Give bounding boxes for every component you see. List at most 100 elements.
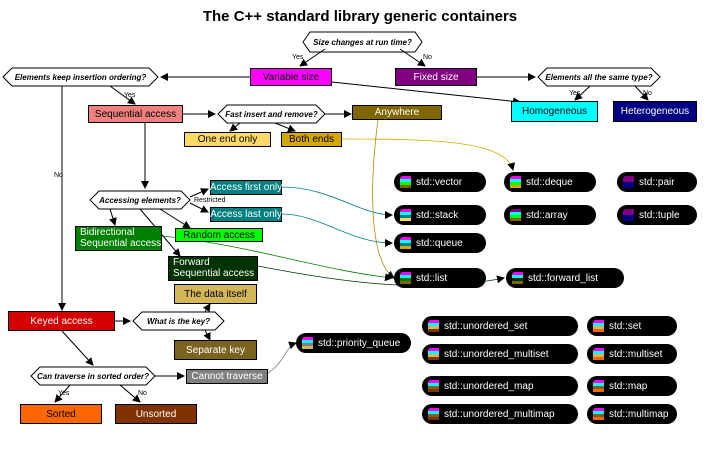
container-colour-swatch-icon bbox=[400, 272, 411, 284]
container-colour-swatch-icon bbox=[428, 408, 439, 420]
fast-insert-decision: Fast insert and remove? bbox=[225, 109, 318, 119]
container-unordered-set-label: std::unordered_set bbox=[444, 320, 528, 332]
container-colour-swatch-icon bbox=[428, 380, 439, 392]
container-map: std::map bbox=[587, 376, 677, 396]
label-yes-variable: Yes bbox=[292, 54, 304, 61]
edge-last-to-queue bbox=[281, 213, 393, 247]
edge-whatkey-to-separatekey bbox=[203, 329, 211, 341]
label-yes-sorted: Yes bbox=[58, 390, 70, 397]
edge-accessing-to-random bbox=[159, 208, 191, 229]
container-stack-label: std::stack bbox=[416, 209, 459, 221]
container-colour-swatch-icon bbox=[400, 176, 411, 188]
homogeneous-node: Homogeneous bbox=[511, 101, 598, 122]
forward-label-line1: Forward bbox=[173, 257, 210, 268]
label-no-fixed: No bbox=[423, 54, 432, 61]
bidirectional-access-node: Bidirectional Sequential access bbox=[75, 226, 162, 251]
container-set-label: std::set bbox=[609, 320, 642, 332]
fixed-size-node: Fixed size bbox=[395, 68, 477, 86]
container-unordered-set: std::unordered_set bbox=[422, 316, 578, 336]
unsorted-node: Unsorted bbox=[115, 404, 197, 424]
one-end-only-node: One end only bbox=[184, 132, 271, 147]
container-pair-label: std::pair bbox=[639, 176, 675, 188]
edge-first-to-stack bbox=[281, 186, 393, 219]
insertion-ordering-decision-shape bbox=[2, 67, 159, 87]
container-colour-swatch-icon bbox=[623, 209, 634, 221]
container-colour-swatch-icon bbox=[400, 209, 411, 221]
size-changes-decision: Size changes at run time? bbox=[313, 37, 412, 47]
keyed-access-node: Keyed access bbox=[8, 311, 115, 331]
container-array-label: std::array bbox=[526, 209, 568, 221]
sorted-node: Sorted bbox=[20, 404, 102, 424]
container-colour-swatch-icon bbox=[593, 348, 604, 360]
forward-label-line2: Sequential access bbox=[173, 268, 255, 279]
variable-size-node: Variable size bbox=[250, 68, 332, 86]
container-priority-queue: std::priority_queue bbox=[296, 333, 411, 353]
container-unordered-map-label: std::unordered_map bbox=[444, 380, 534, 392]
container-multimap: std::multimap bbox=[587, 404, 677, 424]
container-pair: std::pair bbox=[617, 172, 697, 192]
container-colour-swatch-icon bbox=[302, 337, 313, 349]
container-list: std::list bbox=[394, 268, 486, 288]
edge-variable-to-homogeneous bbox=[331, 81, 521, 106]
data-itself-node: The data itself bbox=[174, 284, 257, 304]
edge-accessing-to-last bbox=[189, 202, 209, 213]
container-priority-queue-label: std::priority_queue bbox=[318, 337, 401, 349]
container-colour-swatch-icon bbox=[400, 237, 411, 249]
size-changes-decision-shape bbox=[302, 31, 423, 53]
container-colour-swatch-icon bbox=[428, 348, 439, 360]
separate-key-node: Separate key bbox=[174, 340, 257, 360]
container-tuple: std::tuple bbox=[617, 205, 697, 225]
container-vector-label: std::vector bbox=[416, 176, 463, 188]
accessing-decision-shape bbox=[89, 190, 191, 210]
bidirectional-label-line1: Bidirectional bbox=[80, 227, 135, 238]
container-unordered-multimap-label: std::unordered_multimap bbox=[444, 408, 555, 420]
what-key-decision: What is the key? bbox=[146, 316, 211, 326]
container-forward-list: std::forward_list bbox=[506, 268, 624, 288]
edge-anywhere-to-list bbox=[372, 119, 395, 279]
edge-ordering-to-sequential bbox=[109, 85, 136, 105]
heterogeneous-node: Heterogeneous bbox=[613, 101, 697, 122]
bidirectional-label-line2: Sequential access bbox=[80, 238, 162, 249]
edge-accessing-to-bidirectional bbox=[109, 208, 117, 226]
container-colour-swatch-icon bbox=[428, 320, 439, 332]
edge-cannot-to-priorityqueue bbox=[267, 341, 297, 374]
accessing-decision: Accessing elements? bbox=[99, 195, 181, 205]
sorted-order-decision: Can traverse in sorted order? bbox=[36, 371, 150, 381]
edge-keyed-to-sorted-order bbox=[61, 330, 94, 366]
container-stack: std::stack bbox=[394, 205, 486, 225]
container-colour-swatch-icon bbox=[623, 176, 634, 188]
edge-accessing-to-first bbox=[189, 188, 209, 198]
container-deque-label: std::deque bbox=[526, 176, 573, 188]
container-set: std::set bbox=[587, 316, 677, 336]
container-tuple-label: std::tuple bbox=[639, 209, 680, 221]
container-colour-swatch-icon bbox=[510, 209, 521, 221]
container-unordered-multiset: std::unordered_multiset bbox=[422, 344, 578, 364]
container-colour-swatch-icon bbox=[593, 408, 604, 420]
container-multiset: std::multiset bbox=[587, 344, 677, 364]
container-array: std::array bbox=[504, 205, 596, 225]
container-queue-label: std::queue bbox=[416, 237, 463, 249]
same-type-decision: Elements all the same type? bbox=[545, 72, 653, 82]
container-unordered-multiset-label: std::unordered_multiset bbox=[444, 348, 549, 360]
container-colour-swatch-icon bbox=[593, 320, 604, 332]
label-restricted: Restricted bbox=[194, 197, 226, 204]
access-last-only-node: Access last only bbox=[210, 207, 282, 222]
forward-access-node: Forward Sequential access bbox=[168, 256, 258, 281]
container-multimap-label: std::multimap bbox=[609, 408, 669, 420]
anywhere-node: Anywhere bbox=[352, 105, 442, 120]
edge-bothends-to-deque bbox=[341, 138, 516, 171]
label-yes-sequential: Yes bbox=[124, 92, 136, 99]
sequential-access-node: Sequential access bbox=[88, 105, 183, 123]
edge-size-to-fixed bbox=[399, 48, 426, 67]
container-colour-swatch-icon bbox=[512, 272, 523, 284]
both-ends-node: Both ends bbox=[281, 132, 342, 147]
cannot-traverse-node: Cannot traverse bbox=[186, 369, 268, 384]
container-unordered-multimap: std::unordered_multimap bbox=[422, 404, 578, 424]
container-multiset-label: std::multiset bbox=[609, 348, 663, 360]
edge-sortedorder-to-unsorted bbox=[119, 384, 141, 403]
container-vector: std::vector bbox=[394, 172, 486, 192]
container-map-label: std::map bbox=[609, 380, 648, 392]
container-list-label: std::list bbox=[416, 272, 448, 284]
random-access-node: Random access bbox=[175, 228, 263, 242]
